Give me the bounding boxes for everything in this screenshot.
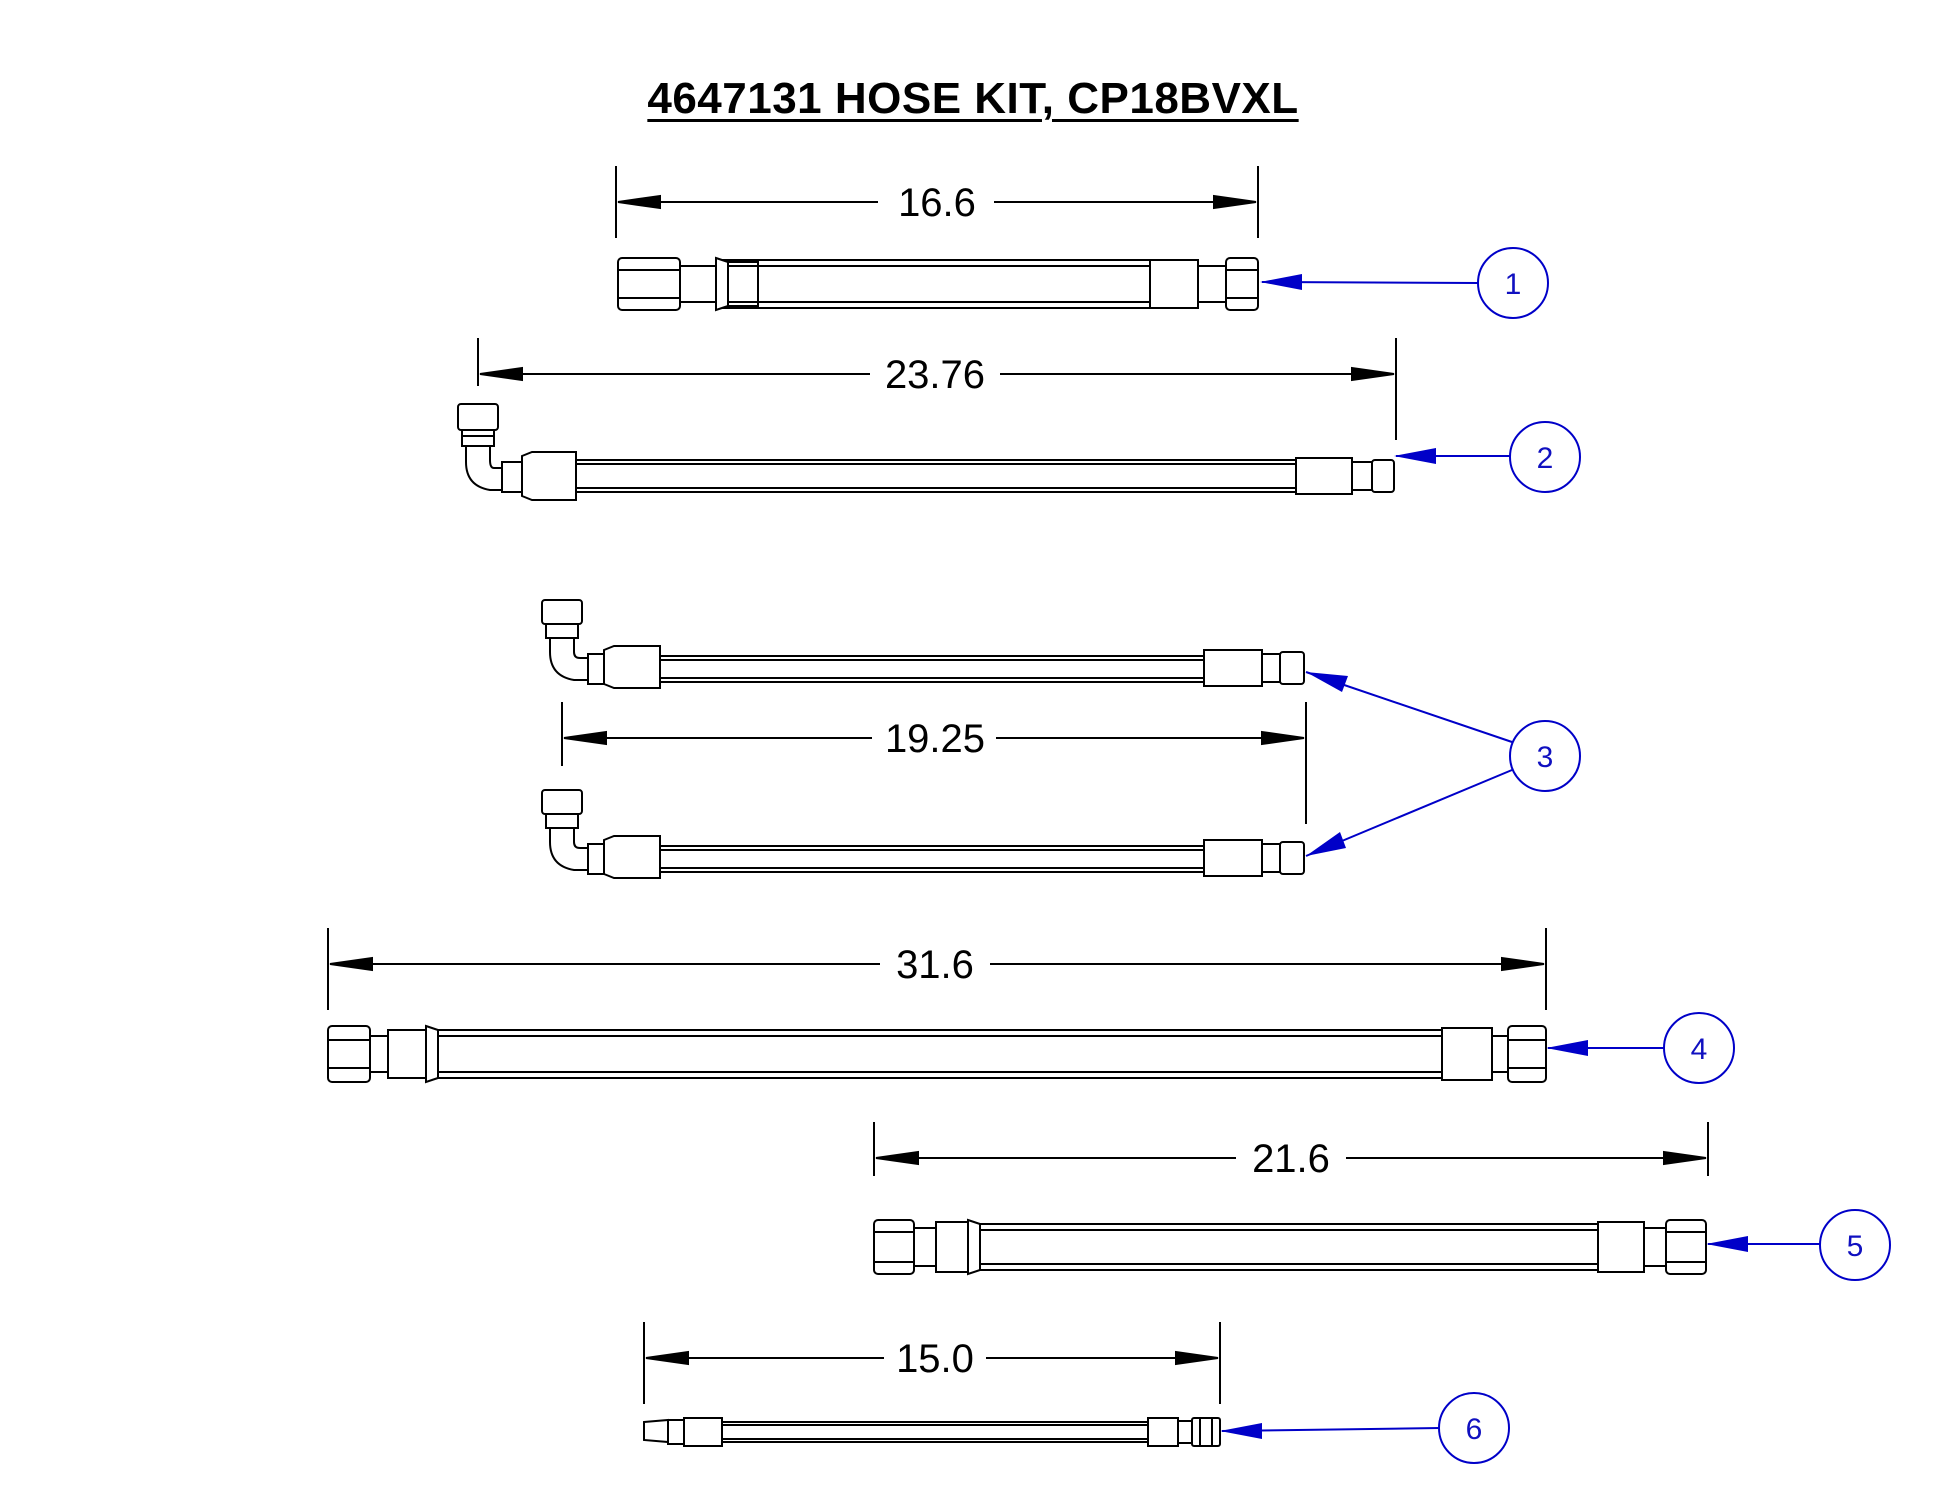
- balloon-label-4: 4: [1691, 1033, 1708, 1066]
- dimension-16-6: [615, 166, 1259, 238]
- hose-4: [327, 1024, 1547, 1084]
- dimension-label-15-0: 15.0: [896, 1337, 974, 1381]
- balloon-label-5: 5: [1847, 1230, 1864, 1263]
- hose-6: [643, 1417, 1221, 1447]
- balloon-2: 2: [1509, 421, 1581, 493]
- drawing-title: 4647131 HOSE KIT, CP18BVXL: [647, 74, 1299, 123]
- hose-3-lower: [541, 789, 1305, 879]
- dimension-label-16-6: 16.6: [898, 181, 976, 225]
- dimension-label-31-6: 31.6: [896, 943, 974, 987]
- balloon-label-2: 2: [1537, 442, 1554, 475]
- balloon-4: 4: [1663, 1012, 1735, 1084]
- dimension-label-21-6: 21.6: [1252, 1137, 1330, 1181]
- balloon-1: 1: [1477, 247, 1549, 319]
- balloon-6: 6: [1438, 1392, 1510, 1464]
- dimension-19-25: [561, 702, 1307, 824]
- hose-5: [873, 1218, 1707, 1276]
- balloon-label-6: 6: [1466, 1413, 1483, 1446]
- balloon-5: 5: [1819, 1209, 1891, 1281]
- dimension-15-0: [643, 1322, 1221, 1404]
- dimension-21-6: [873, 1122, 1709, 1176]
- hose-2: [457, 403, 1395, 501]
- dimension-label-19-25: 19.25: [885, 717, 985, 761]
- balloon-label-3: 3: [1537, 741, 1554, 774]
- dimension-23-76: [477, 338, 1397, 440]
- hose-3-upper: [541, 599, 1305, 689]
- balloon-3: 3: [1509, 720, 1581, 792]
- balloon-leaders: [1220, 274, 1820, 1439]
- dimension-31-6: [327, 928, 1547, 1010]
- hose-1: [617, 256, 1259, 312]
- dimension-label-23-76: 23.76: [885, 353, 985, 397]
- balloon-label-1: 1: [1505, 268, 1522, 301]
